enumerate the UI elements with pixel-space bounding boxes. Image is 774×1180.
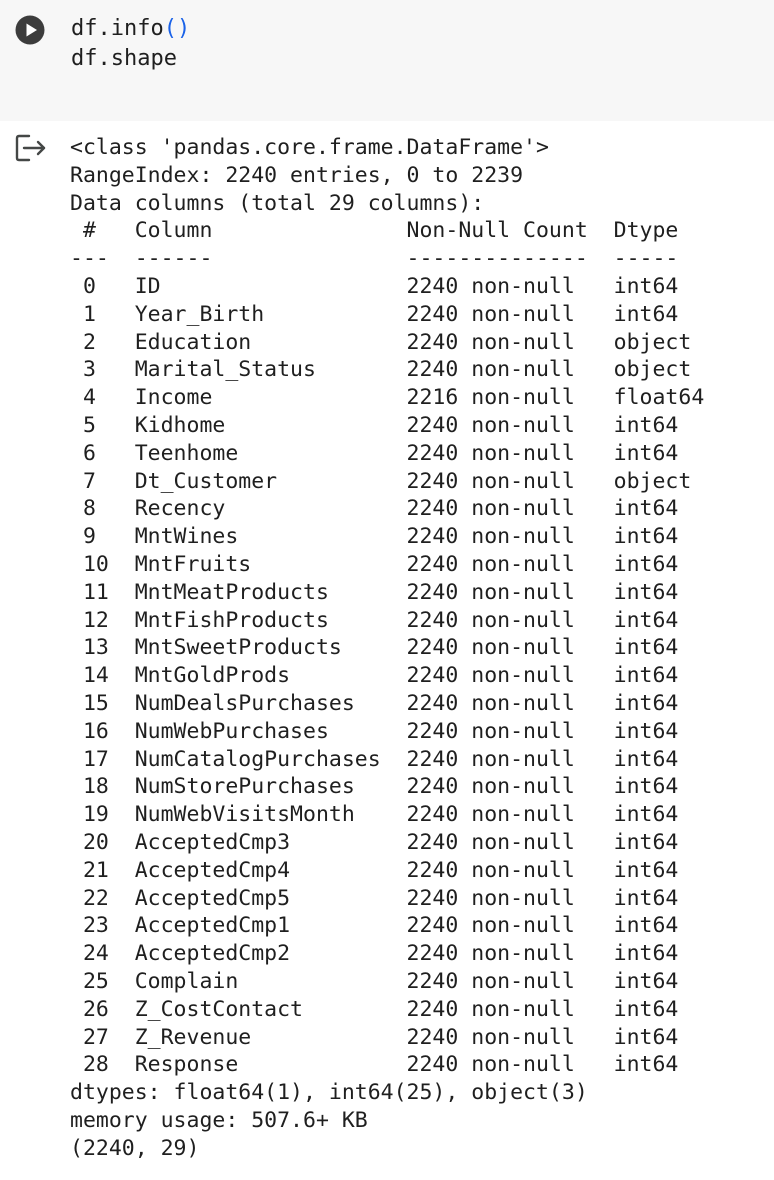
output-line: 19 NumWebVisitsMonth 2240 non-null int64: [70, 802, 705, 828]
output-line: 17 NumCatalogPurchases 2240 non-null int…: [70, 746, 705, 772]
output-line: 27 Z_Revenue 2240 non-null int64: [70, 1024, 705, 1050]
output-line: dtypes: float64(1), int64(25), object(3): [70, 1080, 588, 1106]
code-text: df.info: [71, 16, 164, 41]
output-line: <class 'pandas.core.frame.DataFrame'>: [70, 135, 549, 160]
output-line: 28 Response 2240 non-null int64: [70, 1052, 705, 1078]
output-line: 1 Year_Birth 2240 non-null int64: [70, 301, 705, 327]
output-line: 0 ID 2240 non-null int64: [70, 273, 705, 299]
output-line: 4 Income 2216 non-null float64: [70, 385, 705, 411]
output-redirect-icon[interactable]: [14, 133, 48, 163]
output-line: 15 NumDealsPurchases 2240 non-null int64: [70, 690, 705, 716]
output-line: 14 MntGoldProds 2240 non-null int64: [70, 663, 705, 689]
output-line: 9 MntWines 2240 non-null int64: [70, 524, 705, 550]
code-cell[interactable]: df.info() df.shape: [0, 0, 774, 121]
play-icon[interactable]: [15, 15, 45, 45]
output-line: 21 AcceptedCmp4 2240 non-null int64: [70, 857, 705, 883]
output-line: 6 Teenhome 2240 non-null int64: [70, 440, 705, 466]
output-line: # Column Non-Null Count Dtype: [70, 218, 705, 244]
output-line: 25 Complain 2240 non-null int64: [70, 968, 705, 994]
code-editor[interactable]: df.info() df.shape: [71, 14, 190, 74]
output-line: memory usage: 507.6+ KB: [70, 1107, 368, 1133]
output-line: 23 AcceptedCmp1 2240 non-null int64: [70, 913, 705, 939]
code-line-2: df.shape: [71, 46, 177, 71]
cell-output: <class 'pandas.core.frame.DataFrame'>Ran…: [70, 134, 704, 1162]
output-line: 13 MntSweetProducts 2240 non-null int64: [70, 635, 705, 661]
output-line: 11 MntMeatProducts 2240 non-null int64: [70, 579, 705, 605]
output-line: Data columns (total 29 columns):: [70, 190, 485, 216]
output-line: 5 Kidhome 2240 non-null int64: [70, 412, 705, 438]
output-line: (2240, 29): [70, 1135, 200, 1161]
code-paren: (): [163, 16, 191, 41]
output-line: 22 AcceptedCmp5 2240 non-null int64: [70, 885, 705, 911]
code-text: df.shape: [71, 46, 177, 71]
output-line: 26 Z_CostContact 2240 non-null int64: [70, 996, 705, 1022]
code-line-1: df.info(): [71, 16, 190, 41]
output-line: 20 AcceptedCmp3 2240 non-null int64: [70, 829, 705, 855]
output-line: 3 Marital_Status 2240 non-null object: [70, 357, 705, 383]
output-line: 8 Recency 2240 non-null int64: [70, 496, 705, 522]
output-line: 24 AcceptedCmp2 2240 non-null int64: [70, 941, 705, 967]
output-line: RangeIndex: 2240 entries, 0 to 2239: [70, 162, 524, 188]
output-line: 10 MntFruits 2240 non-null int64: [70, 551, 705, 577]
output-line: 16 NumWebPurchases 2240 non-null int64: [70, 718, 705, 744]
output-line: 12 MntFishProducts 2240 non-null int64: [70, 607, 705, 633]
output-line: 2 Education 2240 non-null object: [70, 329, 705, 355]
output-line: 7 Dt_Customer 2240 non-null object: [70, 468, 705, 494]
output-line: --- ------ -------------- -----: [70, 246, 705, 272]
output-line: 18 NumStorePurchases 2240 non-null int64: [70, 774, 705, 800]
